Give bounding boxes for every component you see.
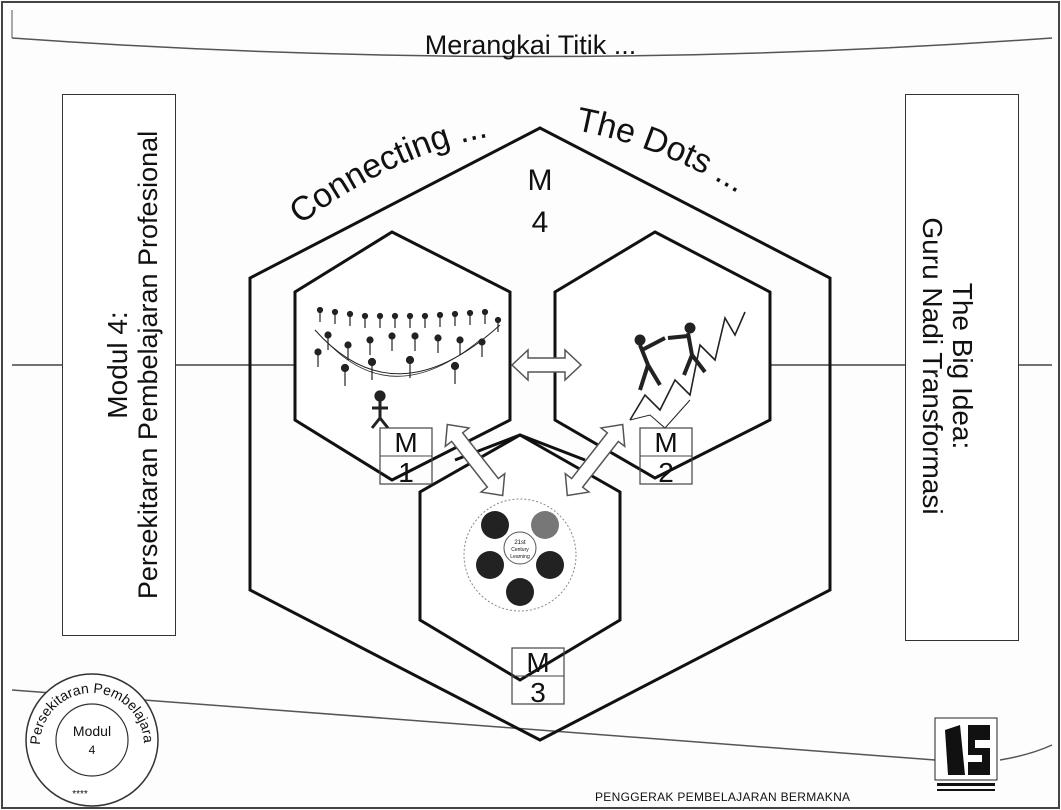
m2-label-m: M — [654, 427, 677, 458]
climbers-illustration — [629, 311, 746, 429]
bottom-banner-curve — [11, 689, 936, 761]
seal-stars: **** — [72, 789, 88, 800]
left-panel-line2: Persekitaran Pembelajaran Profesional — [133, 130, 163, 600]
arrow-m2-m3 — [564, 423, 626, 497]
arrow-m1-m2 — [510, 348, 583, 382]
right-panel-line1: The Big Idea: — [947, 282, 978, 450]
crowd-illustration — [314, 306, 502, 429]
svg-text:Century: Century — [511, 547, 529, 553]
hexagon-m4 — [248, 126, 832, 742]
m4-label-num: 4 — [532, 206, 549, 239]
arrow-m1-m3 — [444, 423, 506, 497]
top-banner-curve — [11, 37, 1053, 58]
m1-label-num: 1 — [398, 457, 414, 488]
hexagon-m2 — [553, 230, 772, 480]
svg-text:21st: 21st — [514, 540, 526, 546]
m3-label-m: M — [526, 647, 549, 678]
logo-emblem — [934, 717, 998, 791]
arc-text-the-dots: The Dots ... — [573, 101, 753, 201]
footer-tagline: PENGGERAK PEMBELAJARAN BERMAKNA — [595, 790, 851, 804]
learning-wheel-illustration: 21st Century Learning — [463, 498, 577, 612]
left-panel — [62, 94, 176, 636]
m3-label-num: 3 — [530, 677, 546, 708]
svg-text:Learning: Learning — [510, 554, 530, 560]
slide-title: Merangkai Titik ... — [424, 30, 637, 60]
m2-label-num: 2 — [658, 457, 674, 488]
m4-label-m: M — [528, 164, 553, 197]
left-panel-line1: Modul 4: — [102, 311, 133, 419]
right-panel — [905, 94, 1019, 641]
m1-label-m: M — [394, 427, 417, 458]
seal-center-line1: Modul — [73, 723, 111, 739]
seal-center-line2: 4 — [89, 743, 96, 757]
hexagon-m1 — [293, 230, 512, 482]
right-panel-line2: Guru Nadi Transformasi — [917, 217, 948, 515]
